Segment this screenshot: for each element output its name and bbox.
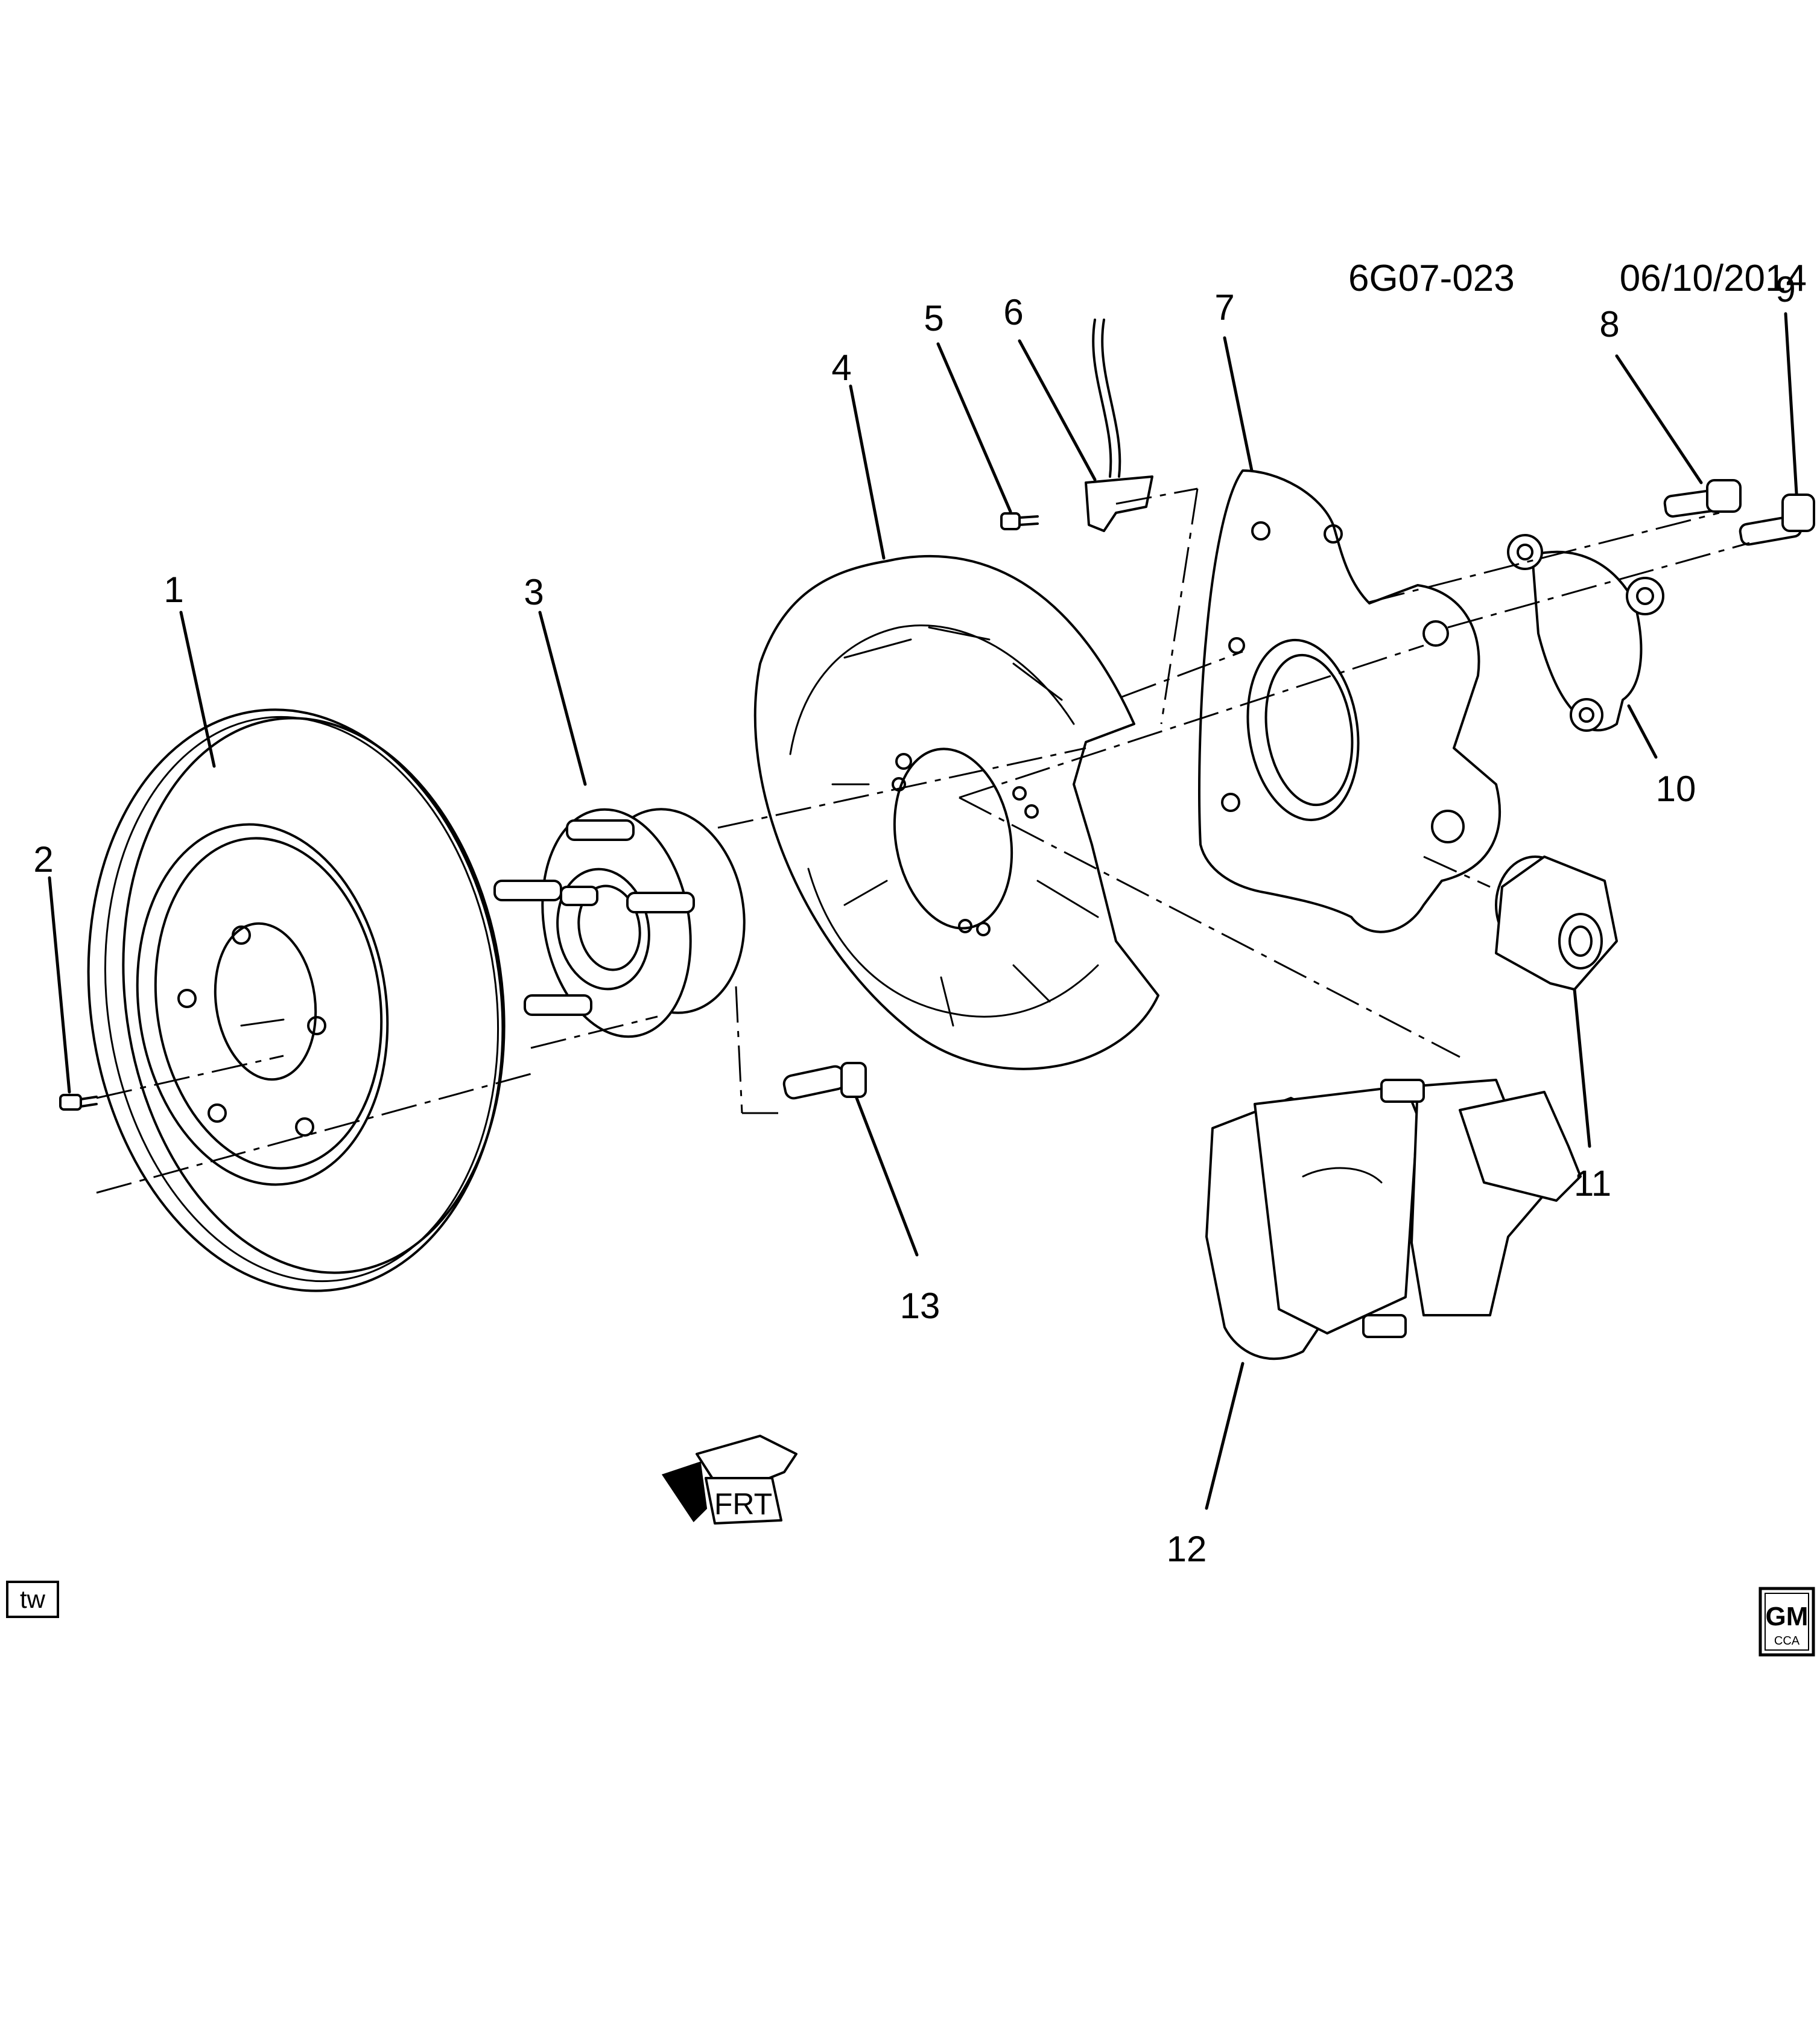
splash-shield-part — [753, 554, 1159, 1070]
gm-logo: GM CCA — [1758, 1587, 1815, 1657]
callout-9: 9 — [1775, 269, 1795, 309]
corner-tag-text: tw — [20, 1585, 46, 1613]
drawing-code: 6G07-023 — [1348, 258, 1515, 299]
brake-caliper-part — [1205, 1079, 1582, 1360]
callout-11: 11 — [1574, 1163, 1611, 1204]
callout-7: 7 — [1214, 287, 1234, 328]
hub-bearing-part — [493, 808, 746, 1038]
callout-8: 8 — [1599, 304, 1619, 344]
front-label: FRT — [714, 1487, 772, 1521]
callout-13: 13 — [900, 1286, 940, 1326]
callout-1: 1 — [163, 570, 183, 610]
callout-12: 12 — [1167, 1529, 1207, 1569]
callout-numbers: 1 2 3 4 5 6 7 8 9 10 11 12 13 — [33, 269, 1795, 1569]
callout-leaders — [48, 312, 1798, 1510]
logo-subtext: CCA — [1774, 1634, 1800, 1648]
wheel-stud-part — [782, 1062, 867, 1100]
drawing-date: 06/10/2014 — [1620, 258, 1807, 299]
steering-knuckle-part — [1198, 469, 1501, 933]
callout-6: 6 — [1003, 292, 1023, 332]
brake-rotor-part — [87, 708, 506, 1292]
callout-5: 5 — [924, 298, 943, 338]
callout-4: 4 — [831, 348, 851, 388]
sensor-screw-part — [1000, 512, 1039, 530]
knuckle-bolt-lower-part — [1739, 494, 1815, 546]
front-direction-arrow: FRT — [661, 1435, 798, 1525]
knuckle-bolt-upper-part — [1663, 479, 1742, 518]
callout-10: 10 — [1656, 769, 1696, 809]
shim-plate-part — [1507, 534, 1664, 732]
callout-2: 2 — [33, 839, 53, 880]
callout-3: 3 — [524, 572, 544, 612]
knuckle-bushing-part — [1495, 855, 1618, 991]
logo-text: GM — [1766, 1602, 1809, 1631]
rotor-screw-part — [59, 1094, 98, 1111]
corner-tag: tw — [6, 1581, 59, 1618]
assembly-centerlines — [96, 487, 1750, 1194]
